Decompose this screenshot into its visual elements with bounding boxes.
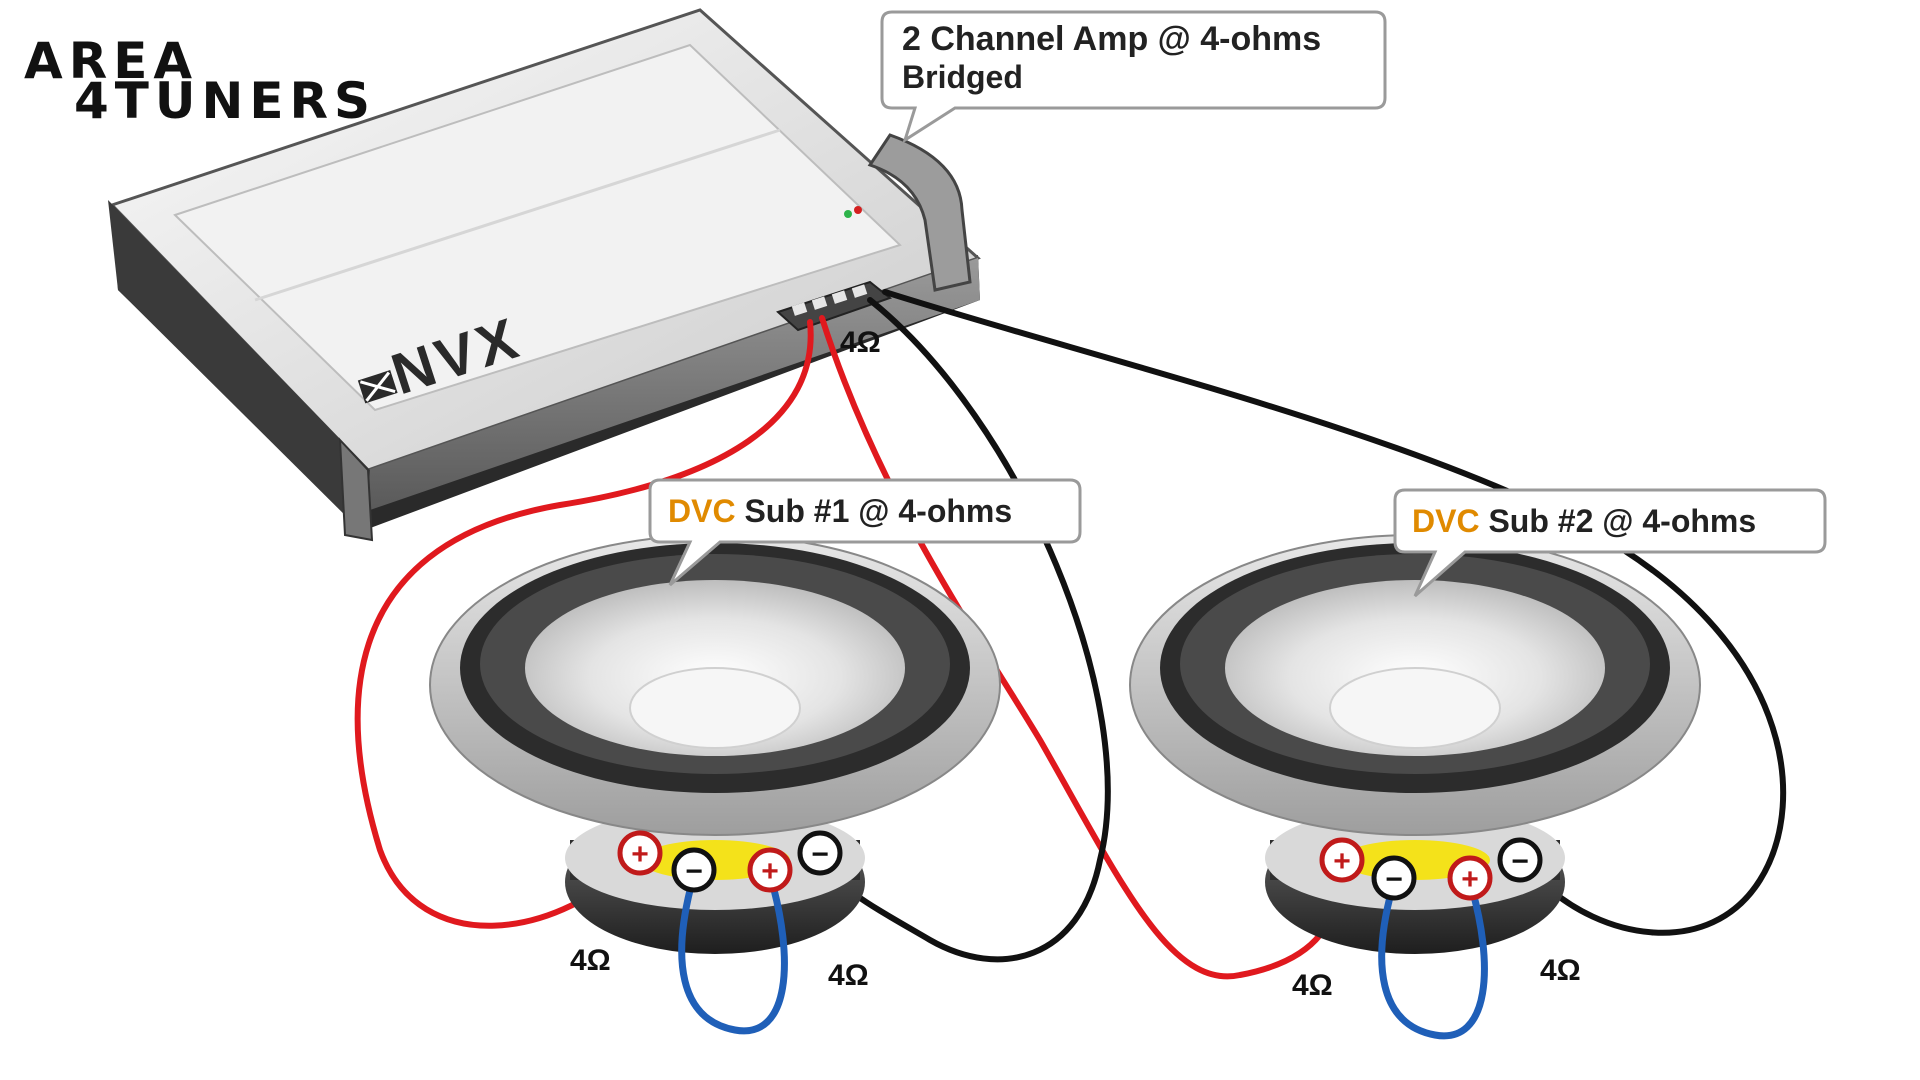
svg-text:−: − (1385, 863, 1403, 896)
svg-text:+: + (1333, 845, 1351, 878)
sub2-coil1-negative-terminal: − (1371, 855, 1417, 901)
svg-text:+: + (761, 855, 779, 888)
amplifier: NVX 4Ω (108, 8, 981, 542)
sub1-coil2-ohms: 4Ω (828, 959, 869, 992)
sub2-coil1-positive-terminal: + (1319, 837, 1365, 883)
sub1-callout: DVC Sub #1 @ 4-ohms (648, 478, 1082, 587)
positive-wire-sub1 (354, 319, 814, 929)
sub1-coil1-positive-terminal: + (617, 830, 663, 876)
green-led-icon (844, 210, 852, 218)
svg-text:+: + (1461, 863, 1479, 896)
svg-text:+: + (631, 838, 649, 871)
svg-text:AREA: AREA (24, 32, 198, 90)
sub2-callout: DVC Sub #2 @ 4-ohms (1393, 488, 1827, 598)
sub2-callout-label: Sub #2 @ 4-ohms (1480, 503, 1757, 539)
subwoofer-2: + − + − 4Ω 4Ω (1129, 534, 1701, 1040)
amp-end-cap (867, 133, 972, 292)
amp-callout-line1: 2 Channel Amp @ 4-ohms (902, 20, 1321, 58)
sub1-callout-dvc: DVC (668, 493, 736, 529)
sub1-jumper-wire (678, 874, 788, 1035)
svg-text:−: − (685, 855, 703, 888)
sub2-coil2-negative-terminal: − (1497, 837, 1543, 883)
sub1-coil2-negative-terminal: − (797, 830, 843, 876)
subwoofer-1: + − + − 4Ω 4Ω (429, 534, 1001, 1035)
sub1-callout-label: Sub #1 @ 4-ohms (736, 493, 1013, 529)
area4tuners-logo: AREA 4TUNERS (24, 32, 376, 130)
red-led-icon (854, 206, 862, 214)
amp-callout-line2: Bridged (902, 59, 1023, 95)
svg-text:4TUNERS: 4TUNERS (74, 72, 376, 130)
svg-text:DVC Sub #1 @ 4-ohms: DVC Sub #1 @ 4-ohms (668, 493, 1012, 529)
sub1-dust-cap (629, 667, 801, 749)
sub1-coil1-negative-terminal: − (671, 847, 717, 893)
amp-front-edge (368, 258, 980, 510)
negative-wire-sub2 (882, 289, 1787, 936)
nvx-logo-icon (357, 370, 398, 404)
sub2-coil1-ohms: 4Ω (1292, 969, 1333, 1002)
svg-text:−: − (811, 838, 829, 871)
amp-output-ohms: 4Ω (840, 326, 881, 359)
svg-text:DVC Sub #2 @ 4-ohms: DVC Sub #2 @ 4-ohms (1412, 503, 1756, 539)
svg-text:−: − (1511, 845, 1529, 878)
sub2-dust-cap (1329, 667, 1501, 749)
sub1-coil1-ohms: 4Ω (570, 944, 611, 977)
amp-output-terminals (776, 280, 893, 332)
sub2-jumper-wire (1378, 880, 1488, 1040)
amp-callout: 2 Channel Amp @ 4-ohms Bridged (880, 10, 1387, 144)
sub2-coil2-ohms: 4Ω (1540, 954, 1581, 987)
negative-wire-sub1 (817, 297, 1111, 963)
sub2-callout-dvc: DVC (1412, 503, 1480, 539)
amp-front-foot (338, 437, 374, 542)
sub2-coil2-positive-terminal: + (1447, 855, 1493, 901)
sub1-coil2-positive-terminal: + (747, 847, 793, 893)
amp-inner-plate (173, 43, 902, 412)
